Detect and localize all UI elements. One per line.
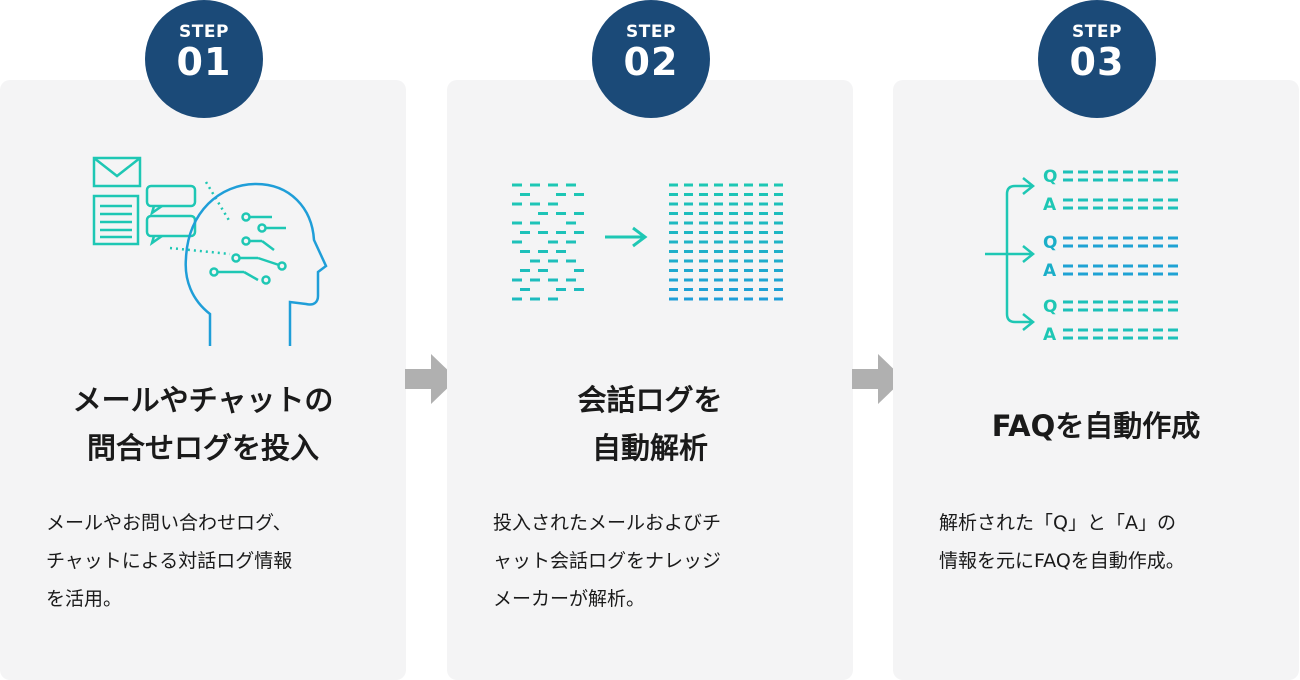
a-label: A	[1043, 325, 1057, 345]
step3-illustration: Q A Q A Q A	[985, 167, 1178, 345]
step-card-1: STEP 01	[0, 0, 406, 680]
a-label: A	[1043, 261, 1057, 281]
step-arrow-icon	[852, 354, 904, 404]
step-badge-2: STEP 02	[592, 0, 710, 118]
step-badge-label: STEP	[626, 22, 676, 42]
faq-labels: Q A Q A Q A	[1043, 167, 1057, 345]
a-label: A	[1043, 195, 1057, 215]
document-icon	[92, 194, 140, 246]
chat-bubble-icon	[145, 184, 197, 247]
step-arrow-icon	[405, 354, 457, 404]
step-badge-number: 01	[176, 40, 232, 84]
q-label: Q	[1043, 233, 1057, 253]
branch-arrow-icon	[985, 177, 1036, 331]
step-card-2: STEP 02 会話ログを 自動解析 投入されたメールおよびチ ャット会話ログを…	[447, 0, 853, 680]
step-description: メールやお問い合わせログ、 チャットによる対話ログ情報 を活用。	[46, 512, 293, 610]
step-title: メールやチャットの 問合せログを投入	[72, 383, 334, 465]
unsorted-log-icon	[512, 183, 584, 301]
step-badge-number: 03	[1069, 40, 1125, 84]
step-badge-number: 02	[623, 40, 679, 84]
q-label: Q	[1043, 297, 1057, 317]
step1-illustration	[92, 156, 328, 346]
q-label: Q	[1043, 167, 1057, 187]
right-arrow-icon	[605, 226, 648, 248]
ai-head-icon	[184, 182, 328, 346]
mail-icon	[92, 156, 142, 188]
step-description: 投入されたメールおよびチ ャット会話ログをナレッジ メーカーが解析。	[493, 512, 722, 610]
step-card-3: STEP 03 Q A Q A Q A FAQを自動作成 解析された「Q」と「A…	[893, 0, 1299, 680]
step2-illustration	[512, 183, 783, 301]
step-title: 会話ログを 自動解析	[577, 383, 723, 465]
step-badge-3: STEP 03	[1038, 0, 1156, 118]
step-description: 解析された「Q」と「A」の 情報を元にFAQを自動作成。	[939, 512, 1185, 572]
step-badge-label: STEP	[179, 22, 229, 42]
step-badge-1: STEP 01	[145, 0, 263, 118]
step-badge-label: STEP	[1072, 22, 1122, 42]
sorted-log-icon	[669, 183, 783, 301]
step-title: FAQを自動作成	[991, 409, 1201, 443]
